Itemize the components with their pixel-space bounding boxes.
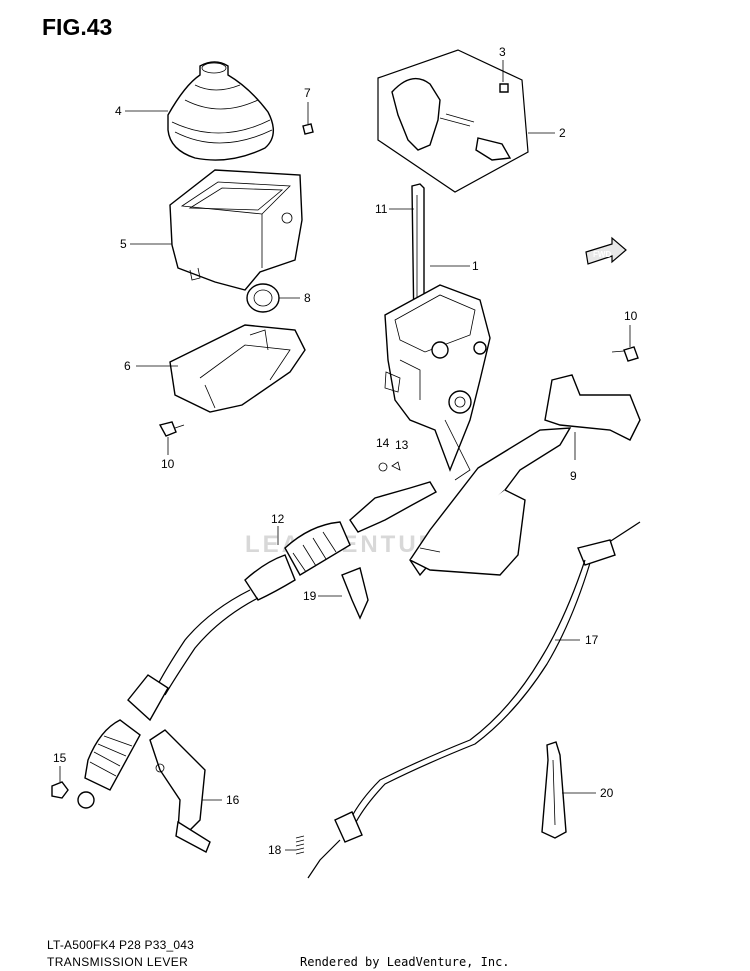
part-5-housing[interactable]	[169, 169, 303, 291]
callout-7: 7	[304, 86, 311, 100]
callout-3: 3	[499, 45, 506, 59]
callout-13: 13	[395, 438, 409, 452]
callout-20: 20	[600, 786, 614, 800]
part-17-cable[interactable]	[307, 521, 641, 879]
fwd-arrow-icon: FWD	[585, 236, 627, 265]
callout-17: 17	[585, 633, 599, 647]
rendered-by: Rendered by LeadVenture, Inc.	[300, 955, 510, 969]
leader-lines	[59, 60, 631, 851]
part-7-bolt[interactable]	[302, 123, 314, 135]
callout-2: 2	[559, 126, 566, 140]
callout-15: 15	[53, 751, 67, 765]
callout-16: 16	[226, 793, 240, 807]
callout-5: 5	[120, 237, 127, 251]
figure-name: TRANSMISSION LEVER	[47, 955, 189, 969]
part-2-knob-box	[377, 49, 529, 193]
part-18-spring[interactable]	[295, 835, 305, 855]
callout-8: 8	[304, 291, 311, 305]
callout-6: 6	[124, 359, 131, 373]
callout-11: 11	[375, 202, 388, 216]
part-12-shift-cable[interactable]	[77, 481, 437, 809]
callout-19: 19	[303, 589, 317, 603]
callout-1: 1	[472, 259, 479, 273]
part-20-strap[interactable]	[541, 741, 567, 839]
callout-9: 9	[570, 469, 577, 483]
figure-title: FIG.43	[42, 14, 113, 40]
callout-18: 18	[268, 843, 282, 857]
part-6-lower-cover[interactable]	[169, 324, 306, 413]
figure-code: LT-A500FK4 P28 P33_043	[47, 938, 194, 952]
part-4-boot[interactable]	[167, 61, 274, 161]
part-2-knob[interactable]	[391, 77, 512, 161]
part-1-shift-assembly[interactable]	[384, 284, 491, 481]
part-14-washer[interactable]	[378, 462, 388, 472]
part-8-grommet[interactable]	[246, 283, 280, 313]
fwd-label: FWD	[593, 250, 611, 259]
callout-14: 14	[376, 436, 390, 450]
part-16-arm[interactable]	[149, 729, 211, 853]
part-10-bolt-left[interactable]	[158, 421, 185, 437]
callout-10-right: 10	[624, 309, 638, 323]
callout-10-left: 10	[161, 457, 175, 471]
part-3-screw[interactable]	[499, 83, 509, 93]
part-15-nut[interactable]	[51, 781, 69, 799]
callout-4: 4	[115, 104, 122, 118]
part-9-bracket[interactable]	[409, 374, 641, 577]
part-19-clip[interactable]	[341, 567, 369, 620]
callout-12: 12	[271, 512, 285, 526]
part-10-bolt-right[interactable]	[611, 346, 639, 362]
part-13-clip[interactable]	[391, 461, 401, 471]
